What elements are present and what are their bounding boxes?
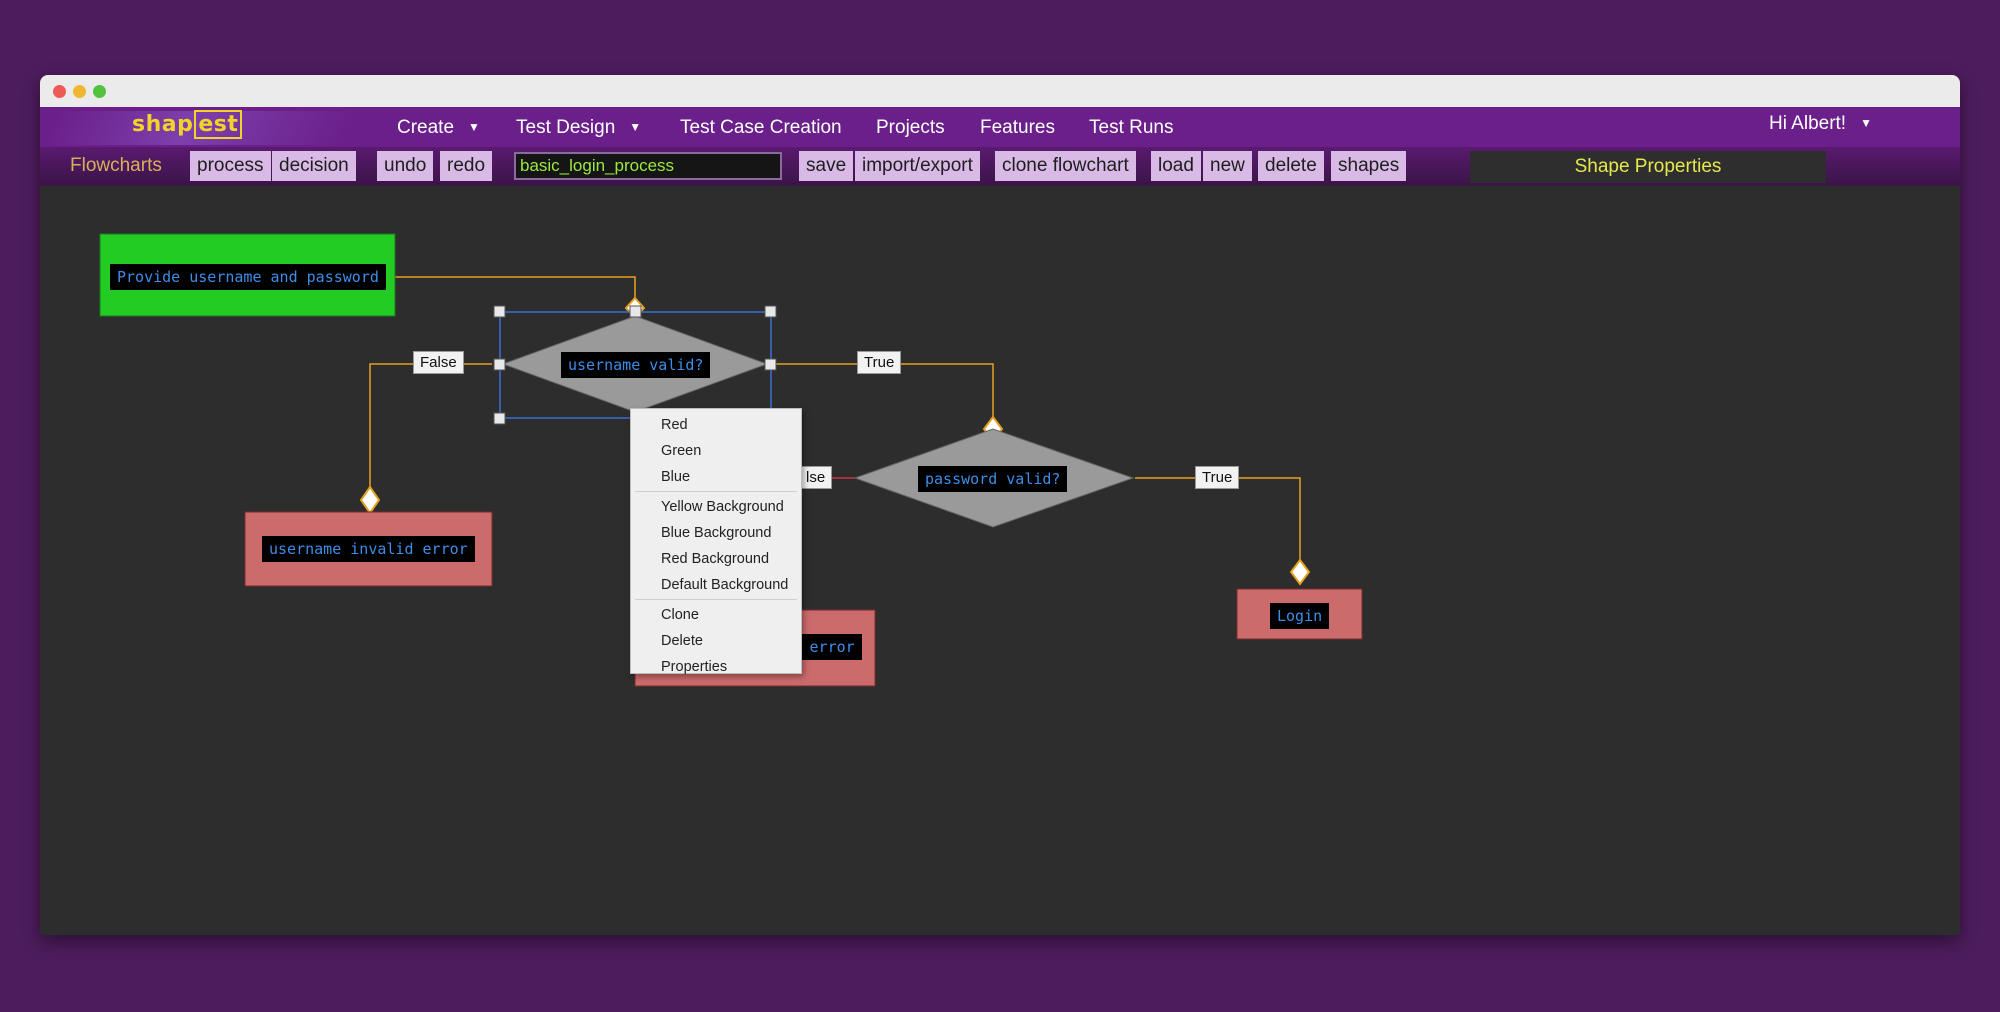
node-label-password-valid: password valid? — [918, 466, 1068, 492]
node-label-username-valid: username valid? — [561, 352, 711, 378]
flowchart-name-input[interactable] — [514, 152, 782, 180]
menu-divider — [635, 491, 797, 492]
shape-context-menu: Red Green Blue Yellow Background Blue Ba… — [630, 408, 802, 675]
chevron-down-icon: ▼ — [629, 120, 642, 134]
flowchart-toolbar: Flowcharts process decision undo redo sa… — [40, 147, 1960, 186]
import-export-button[interactable]: import/export — [855, 151, 980, 181]
shape-properties-panel-header[interactable]: Shape Properties — [1470, 151, 1826, 183]
menu-item-clone[interactable]: Clone — [661, 607, 699, 623]
edge-label-true[interactable]: True — [857, 351, 902, 374]
resize-handle-top-left[interactable] — [493, 305, 506, 318]
close-window-icon[interactable] — [53, 85, 66, 98]
menu-item-default-background[interactable]: Default Background — [661, 577, 789, 593]
menu-item-red[interactable]: Red — [661, 417, 688, 433]
clone-flowchart-button[interactable]: clone flowchart — [995, 151, 1136, 181]
chevron-down-icon: ▼ — [468, 120, 480, 134]
nav-test-design-label: Test Design — [516, 117, 616, 138]
edge-label-false[interactable]: lse — [799, 466, 833, 489]
user-greeting: Hi Albert! — [1769, 113, 1847, 134]
edge-username-true[interactable] — [762, 363, 994, 421]
edge-start-to-username-valid[interactable] — [395, 276, 636, 308]
toolbar-section-label: Flowcharts — [70, 155, 162, 176]
nav-features[interactable]: Features — [980, 117, 1055, 138]
nav-create[interactable]: Create ▼ — [397, 117, 480, 139]
resize-handle-top-right[interactable] — [764, 305, 777, 318]
node-label-login: Login — [1270, 603, 1330, 629]
flowchart-canvas[interactable]: Provide username and password username v… — [40, 186, 1960, 935]
nav-create-label: Create — [397, 117, 455, 138]
new-button[interactable]: new — [1203, 151, 1252, 181]
arrowhead-diamond — [359, 485, 381, 515]
window-titlebar — [40, 75, 1960, 107]
edge-label-false[interactable]: False — [413, 351, 464, 374]
nav-test-runs[interactable]: Test Runs — [1089, 117, 1174, 138]
edge-password-true[interactable] — [1135, 477, 1301, 564]
edge-label-true[interactable]: True — [1195, 466, 1240, 489]
nav-test-design[interactable]: Test Design ▼ — [516, 117, 641, 139]
delete-button[interactable]: delete — [1258, 151, 1324, 181]
menu-divider — [635, 599, 797, 600]
logo-text-est: est — [194, 110, 243, 139]
menu-item-properties[interactable]: Properties — [661, 659, 728, 675]
edge-username-false[interactable] — [369, 363, 492, 493]
resize-handle-middle-right[interactable] — [764, 358, 777, 371]
nav-test-case-creation[interactable]: Test Case Creation — [680, 117, 842, 138]
decision-button[interactable]: decision — [272, 151, 356, 181]
undo-button[interactable]: undo — [377, 151, 434, 181]
menu-item-delete[interactable]: Delete — [661, 633, 703, 649]
arrowhead-diamond — [1289, 558, 1311, 586]
load-button[interactable]: load — [1151, 151, 1201, 181]
menu-item-red-background[interactable]: Red Background — [661, 551, 770, 567]
menu-item-blue[interactable]: Blue — [661, 469, 691, 485]
menu-item-green[interactable]: Green — [661, 443, 702, 459]
user-menu[interactable]: Hi Albert! ▼ — [1769, 113, 1872, 135]
resize-handle-bottom-left[interactable] — [493, 412, 506, 425]
chevron-down-icon: ▼ — [1860, 116, 1872, 130]
save-button[interactable]: save — [799, 151, 854, 181]
shapes-button[interactable]: shapes — [1331, 151, 1407, 181]
node-label-username-invalid: username invalid error — [262, 536, 475, 562]
redo-button[interactable]: redo — [440, 151, 493, 181]
nav-projects[interactable]: Projects — [876, 117, 945, 138]
resize-handle-middle-left[interactable] — [493, 358, 506, 371]
menu-item-yellow-background[interactable]: Yellow Background — [661, 499, 784, 515]
maximize-window-icon[interactable] — [93, 85, 106, 98]
process-button[interactable]: process — [190, 151, 271, 181]
minimize-window-icon[interactable] — [73, 85, 86, 98]
menu-item-blue-background[interactable]: Blue Background — [661, 525, 772, 541]
logo-text-shap: shap — [132, 112, 194, 137]
node-label-start: Provide username and password — [110, 264, 386, 290]
resize-handle-top-center[interactable] — [629, 305, 642, 318]
